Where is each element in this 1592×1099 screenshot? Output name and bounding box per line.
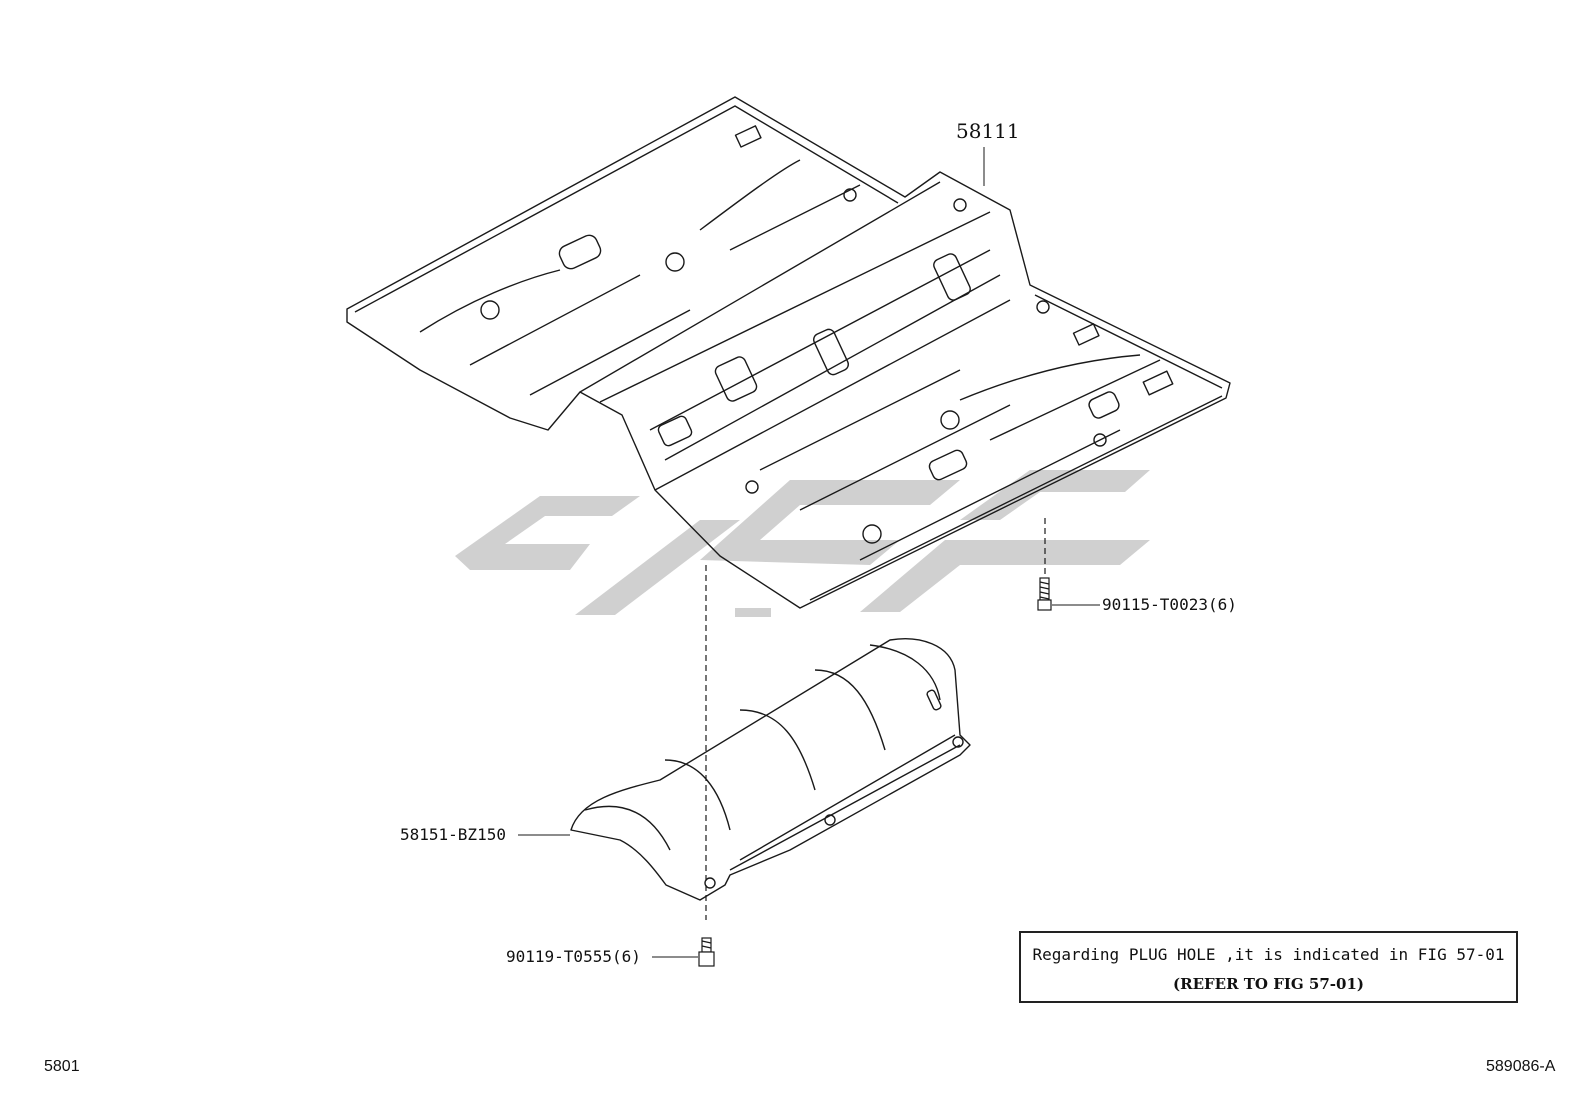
- watermark-stroke-4: [860, 540, 1150, 612]
- insulator-rib-2: [664, 759, 731, 831]
- bolt-lower-head: [698, 951, 715, 967]
- floor-pan-edge-left: [354, 105, 899, 313]
- bolt-upper-90115[interactable]: [1037, 577, 1052, 611]
- bolt-upper-threads: [1039, 581, 1050, 600]
- bolt-lower-90119[interactable]: [698, 937, 715, 967]
- floor-pan-slot-1: [714, 356, 758, 402]
- insulator-rib-1: [584, 805, 671, 851]
- floor-pan-slot-4: [657, 415, 693, 447]
- watermark-logo: [455, 470, 1150, 617]
- floor-pan-slot-5: [558, 234, 602, 270]
- part-label-58111[interactable]: 58111: [956, 119, 1020, 143]
- floor-pan-tunnel-lines: [649, 249, 1001, 461]
- figure-code-left: 5801: [44, 1058, 80, 1075]
- bolt-upper-head: [1037, 599, 1052, 611]
- note-reference[interactable]: (REFER TO FIG 57-01): [1173, 975, 1364, 993]
- insulator-rib-3: [739, 709, 816, 791]
- watermark-dot: [735, 608, 771, 617]
- part-label-58151[interactable]: 58151-BZ150: [400, 825, 506, 844]
- insulator-hole-3: [952, 736, 964, 748]
- insulator-outline: [570, 638, 971, 901]
- watermark-stroke-1: [455, 496, 640, 570]
- floor-pan-hole-5: [1093, 433, 1107, 447]
- figure-code-right: 589086-A: [1486, 1058, 1556, 1075]
- part-label-90119[interactable]: 90119-T0555(6): [506, 947, 641, 966]
- floor-pan-hole-8: [1036, 300, 1050, 314]
- floor-pan-slot-3: [933, 253, 971, 301]
- floor-pan-rib-3: [759, 369, 1121, 561]
- bolt-lower-shank: [701, 937, 712, 953]
- plug-hole-note: Regarding PLUG HOLE ,it is indicated in …: [1019, 931, 1518, 1003]
- floor-pan-slot-8: [1142, 370, 1174, 396]
- floor-pan-tunnel-top: [579, 181, 1011, 491]
- floor-pan-hole-7: [953, 198, 967, 212]
- note-text: Regarding PLUG HOLE ,it is indicated in …: [1032, 945, 1505, 964]
- insulator-flange: [729, 734, 961, 871]
- floor-pan-hole-9: [745, 480, 759, 494]
- floor-pan-slot-10: [734, 125, 762, 148]
- watermark-stroke-2: [575, 520, 740, 615]
- floor-pan-rib-2: [699, 159, 861, 251]
- floor-pan-58111[interactable]: [346, 96, 1231, 609]
- part-label-90115[interactable]: 90115-T0023(6): [1102, 595, 1237, 614]
- insulator-rib-5: [869, 644, 941, 701]
- floor-pan-outline: [346, 96, 1231, 609]
- floor-pan-rib-1: [419, 269, 691, 396]
- bolt-lower-threads: [701, 940, 712, 949]
- watermark-stroke-3: [700, 480, 960, 565]
- floor-pan-hole-2: [665, 252, 685, 272]
- floor-pan-hole-1: [480, 300, 500, 320]
- floor-pan-hole-6: [843, 188, 857, 202]
- floor-pan-slot-6: [1088, 391, 1120, 419]
- insulator-hole-1: [704, 877, 716, 889]
- heat-insulator-58151[interactable]: [570, 638, 971, 901]
- floor-pan-slot-9: [1072, 323, 1100, 346]
- insulator-slot: [926, 689, 942, 711]
- floor-pan-hole-4: [862, 524, 882, 544]
- floor-pan-right-edge: [809, 294, 1223, 601]
- watermark-stroke-5: [960, 470, 1150, 520]
- insulator-rib-4: [814, 669, 886, 751]
- floor-pan-rib-4: [959, 354, 1161, 441]
- insulator-hole-2: [824, 814, 836, 826]
- floor-pan-slot-7: [928, 449, 968, 481]
- floor-pan-hole-3: [940, 410, 960, 430]
- floor-pan-slot-2: [813, 328, 849, 376]
